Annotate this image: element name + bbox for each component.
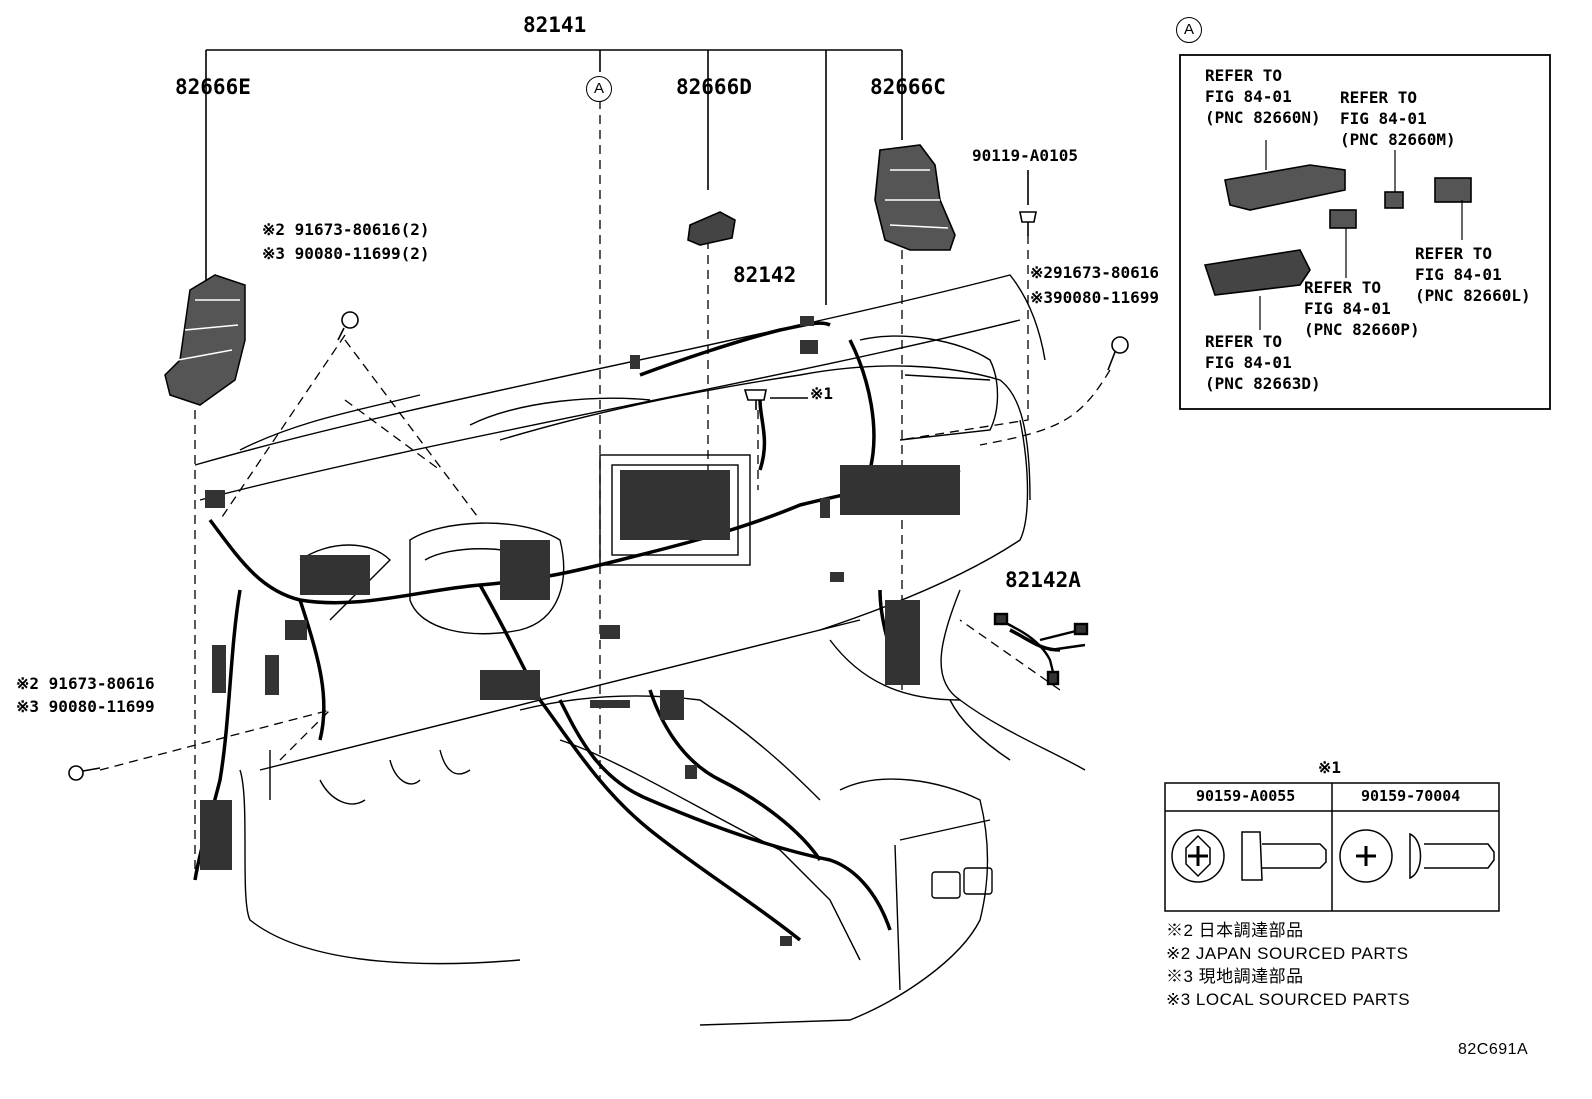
fastener-table-title: ※1: [1318, 758, 1342, 777]
fastener-col2: 90159-70004: [1361, 787, 1461, 805]
detail-a-parts: [1203, 140, 1472, 330]
footnote-4: ※3 LOCAL SOURCED PARTS: [1166, 990, 1411, 1009]
label-screw-r-1: ※291673-80616: [1030, 263, 1159, 282]
screw-star1: [743, 389, 767, 410]
label-star1: ※1: [810, 384, 834, 403]
label-screw-r-2: ※390080-11699: [1030, 288, 1159, 307]
label-bolt-90119: 90119-A0105: [972, 146, 1078, 165]
detail-a-box: [1179, 54, 1551, 410]
dashboard-outline: [194, 274, 1086, 1026]
label-82666c: 82666C: [870, 75, 946, 99]
screw-top-left: [337, 311, 359, 341]
screw-right: [1107, 336, 1129, 371]
connectors: [200, 316, 960, 946]
label-main-harness: 82141: [523, 13, 587, 37]
footnote-3: ※3 現地調達部品: [1166, 967, 1304, 986]
fastener-table-drawing: [1164, 782, 1500, 912]
label-screw-tl-1: ※2 91673-80616(2): [262, 220, 430, 239]
component-82666e: [164, 274, 246, 406]
main-harness-bracket: [205, 49, 903, 380]
label-82666d: 82666D: [676, 75, 752, 99]
figure-code: 82C691A: [1458, 1041, 1529, 1058]
label-screw-l-1: ※2 91673-80616: [16, 674, 155, 693]
bolt-top: [1019, 211, 1037, 236]
label-screw-l-2: ※3 90080-11699: [16, 697, 155, 716]
fastener-col1: 90159-A0055: [1196, 787, 1296, 805]
component-82142a: [993, 612, 1089, 686]
detail-a-marker: A: [1176, 17, 1202, 43]
footnote-1: ※2 日本調達部品: [1166, 921, 1304, 940]
harness-bundle: [193, 321, 1061, 942]
label-82666e: 82666E: [175, 75, 251, 99]
label-82142a: 82142A: [1005, 568, 1081, 592]
footnote-2: ※2 JAPAN SOURCED PARTS: [1166, 944, 1409, 963]
screw-left: [68, 765, 101, 781]
label-82142: 82142: [733, 263, 797, 287]
label-screw-tl-2: ※3 90080-11699(2): [262, 244, 430, 263]
component-82666d: [687, 211, 736, 246]
view-a-marker: A: [586, 76, 612, 102]
component-82666c: [874, 144, 956, 251]
